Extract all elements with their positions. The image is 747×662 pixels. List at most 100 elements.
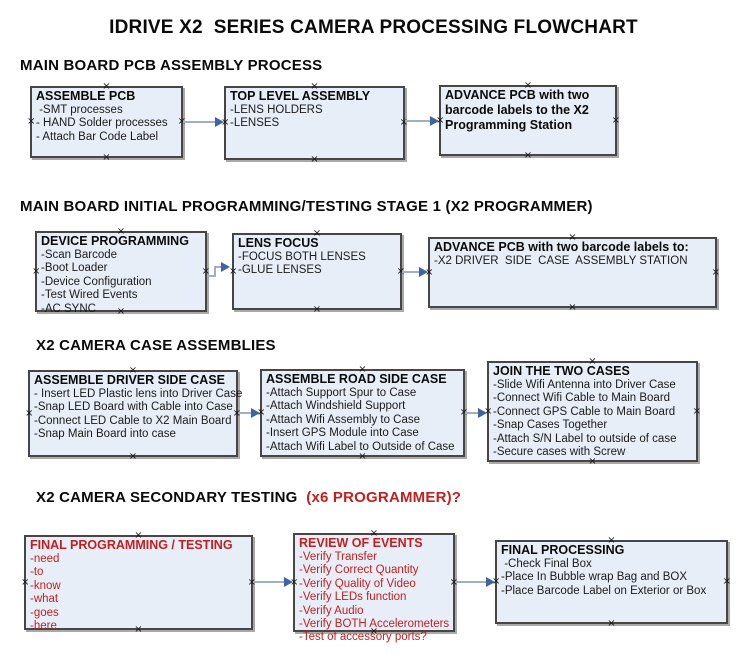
arrow-right-icon [215,117,224,127]
page-title: IDRIVE X2 SERIES CAMERA PROCESSING FLOWC… [109,17,638,38]
flow-box-assemble-driver-side-case[interactable]: ASSEMBLE DRIVER SIDE CASE - Insert LED P… [25,366,243,462]
box-line: -Connect Wifi Cable to Main Board [493,392,671,405]
box-line: -Slide Wifi Antenna into Driver Case [493,379,676,391]
box-title: FINAL PROGRAMMING / TESTING [30,538,233,552]
box-line: -Insert GPS Module into Case [266,427,419,440]
box-line: -Attach Wifi Label to Outside of Case [266,440,455,453]
flow-box-review-of-events[interactable]: REVIEW OF EVENTS -Verify Transfer -Verif… [290,529,458,644]
connection-point-icon: × [27,116,36,127]
box-line: -Device Configuration [41,275,152,288]
flow-box-join-the-two-cases[interactable]: JOIN THE TWO CASES -Slide Wifi Antenna i… [484,357,701,467]
box-line: -Attach Windshield Support [266,400,406,413]
arrow-right-icon [486,577,495,587]
box-line: -Verify Transfer [299,551,377,563]
box-line: -Scan Barcode [41,249,118,261]
section-heading-pcb-assembly: MAIN BOARD PCB ASSEMBLY PROCESS [20,57,323,74]
section-heading-case-assemblies: X2 CAMERA CASE ASSEMBLIES [36,337,276,354]
connection-point-icon: × [722,576,731,587]
flow-box-advance-pcb-programming-station[interactable]: ADVANCE PCB with two barcode labels to t… [436,81,620,161]
flow-box-final-programming-testing[interactable]: FINAL PROGRAMMING / TESTING -need -to -k… [21,531,256,635]
connection-point-icon: × [523,150,533,161]
box-title: ADVANCE PCB with two barcode labels to: [434,240,689,254]
connection-point-icon: × [310,154,319,165]
connection-point-icon: × [568,302,577,313]
flow-box-assemble-pcb[interactable]: ASSEMBLE PCB -SMT processes - HAND Solde… [27,82,186,163]
connector-line [214,267,216,277]
box-line: -to [30,566,44,579]
connection-point-icon: × [607,618,616,629]
arrow-right-icon [284,577,293,587]
box-title: FINAL PROCESSING [501,543,625,557]
box-line: -GLUE LENSES [238,264,322,277]
box-line: -SMT processes [36,104,123,116]
box-line: -goes [30,606,59,619]
box-title: DEVICE PROGRAMMING [41,234,189,248]
box-line: -Verify LEDs function [299,591,407,604]
connector-line [455,581,486,583]
box-line: -Attach S/N Label to outside of case [493,432,677,445]
box-line: - Attach Bar Code Label [36,130,159,143]
box-line: -AC SYNC [41,302,96,315]
box-line: -Snap Cases Together [493,419,608,432]
box-line: -Attach Support Spur to Case [266,387,417,399]
connection-point-icon: × [25,407,34,419]
box-line: -Test Wired Events [41,289,138,302]
connection-point-icon: × [312,304,322,315]
connector-line [238,412,251,414]
flow-box-device-programming[interactable]: DEVICE PROGRAMMING -Scan Barcode -Boot L… [32,227,210,317]
box-title: ASSEMBLE PCB [36,89,136,103]
arrow-right-icon [478,408,487,418]
connection-point-icon: × [611,114,620,126]
box-line: -Attach Wifi Assembly to Case [266,413,421,426]
connector-line [214,266,222,268]
connector-line [465,412,478,414]
box-line: -know [30,579,61,592]
box-line: -FOCUS BOTH LENSES [238,251,366,263]
arrow-right-icon [251,408,260,418]
box-title: JOIN THE TWO CASES [493,364,630,378]
box-title: ASSEMBLE DRIVER SIDE CASE [34,373,226,387]
section-heading-black-part: X2 CAMERA SECONDARY TESTING [36,489,302,506]
box-line: -LENSES [230,117,280,130]
box-line: -what [30,593,59,606]
flow-box-final-processing[interactable]: FINAL PROCESSING -Check Final Box -Place… [492,536,731,629]
box-title: ADVANCE PCB with two barcode labels to t… [445,88,590,132]
box-line: -Verify Correct Quantity [299,564,419,577]
box-line: -X2 DRIVER SIDE CASE ASSEMBLY STATION [434,255,688,267]
box-line: -LENS HOLDERS [230,104,323,116]
box-line: -Secure cases with Screw [493,446,626,459]
arrow-right-icon [221,262,230,272]
connection-point-icon: × [21,576,30,588]
box-line: -Verify Audio [299,604,364,617]
box-line: -Boot Loader [41,262,108,275]
connection-point-icon: × [128,451,138,462]
section-heading-red-part: (x6 PROGRAMMER)? [301,489,462,506]
connection-point-icon: × [32,265,41,277]
box-line: -Place Barcode Label on Exterior or Box [501,584,707,597]
box-line: - Insert LED Plastic lens into Driver Ca… [34,388,243,400]
arrow-right-icon [419,267,428,277]
box-line: -need [30,553,60,565]
connector-line [405,120,430,122]
connector-line [402,271,419,273]
box-line: -Verify BOTH Accelerometers [299,618,450,631]
connection-point-icon: × [711,266,720,278]
connection-point-icon: × [102,152,111,163]
section-heading-initial-programming: MAIN BOARD INITIAL PROGRAMMING/TESTING S… [20,198,593,215]
flow-box-advance-pcb-driver-side[interactable]: ADVANCE PCB with two barcode labels to: … [425,233,720,313]
connector-line [183,121,216,123]
connection-point-icon: × [229,265,238,277]
connection-point-icon: × [692,405,701,417]
section-heading-secondary-testing: X2 CAMERA SECONDARY TESTING (x6 PROGRAMM… [36,489,461,506]
connector-line [253,581,284,583]
box-title: REVIEW OF EVENTS [299,536,423,550]
box-line: -Connect LED Cable to X2 Main Board [34,414,232,427]
arrow-right-icon [430,116,439,126]
box-line: -Connect GPS Cable to Main Board [493,405,676,418]
box-line: -Verify Quality of Video [299,577,416,590]
flow-box-top-level-assembly[interactable]: TOP LEVEL ASSEMBLY -LENS HOLDERS -LENSES… [221,82,408,165]
box-line: -Place In Bubble wrap Bag and BOX [501,571,688,584]
flow-box-assemble-road-side-case[interactable]: ASSEMBLE ROAD SIDE CASE -Attach Support … [257,365,468,462]
flow-box-lens-focus[interactable]: LENS FOCUS -FOCUS BOTH LENSES -GLUE LENS… [229,229,405,315]
